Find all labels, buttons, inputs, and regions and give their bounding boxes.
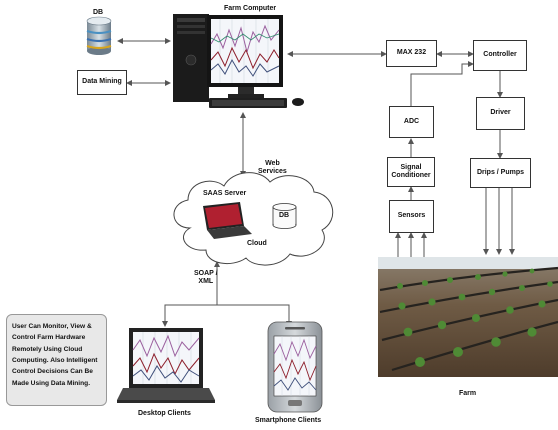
farm-computer-label: Farm Computer bbox=[224, 5, 277, 12]
smartphone-clients-label: Smartphone Clients bbox=[255, 417, 322, 424]
driver-box: Driver bbox=[476, 97, 525, 130]
desktop-client-laptop-icon bbox=[117, 328, 215, 403]
cloud-database-icon bbox=[272, 203, 297, 229]
description-note: User Can Monitor, View & Control Farm Ha… bbox=[6, 314, 107, 406]
farm-computer-icon bbox=[173, 14, 304, 108]
adc-box: ADC bbox=[389, 106, 434, 138]
farm-photo bbox=[378, 257, 558, 377]
cloud-label: Cloud bbox=[247, 240, 267, 247]
clients-branch-line bbox=[164, 304, 290, 325]
saas-server-label: SAAS Server bbox=[203, 190, 247, 197]
database-icon bbox=[86, 16, 112, 55]
saas-server-laptop-icon bbox=[203, 202, 252, 239]
soap-xml-label: SOAP / XML bbox=[194, 270, 218, 285]
controller-box: Controller bbox=[473, 40, 527, 71]
desktop-clients-label: Desktop Clients bbox=[138, 410, 191, 417]
smartphone-client-icon bbox=[267, 321, 323, 413]
max232-box: MAX 232 bbox=[386, 40, 437, 67]
adc-controller-arrow bbox=[410, 61, 474, 106]
cloud-db-label: DB bbox=[279, 212, 290, 219]
farm-label: Farm bbox=[459, 390, 477, 397]
cloud-shape bbox=[173, 172, 334, 266]
web-services-label: Web Services bbox=[258, 160, 287, 175]
sensors-box: Sensors bbox=[389, 200, 434, 233]
db-label: DB bbox=[93, 9, 104, 16]
drips-pumps-box: Drips / Pumps bbox=[470, 158, 531, 188]
data-mining-box: Data Mining bbox=[77, 70, 127, 95]
signal-conditioner-box: Signal Conditioner bbox=[387, 157, 435, 187]
